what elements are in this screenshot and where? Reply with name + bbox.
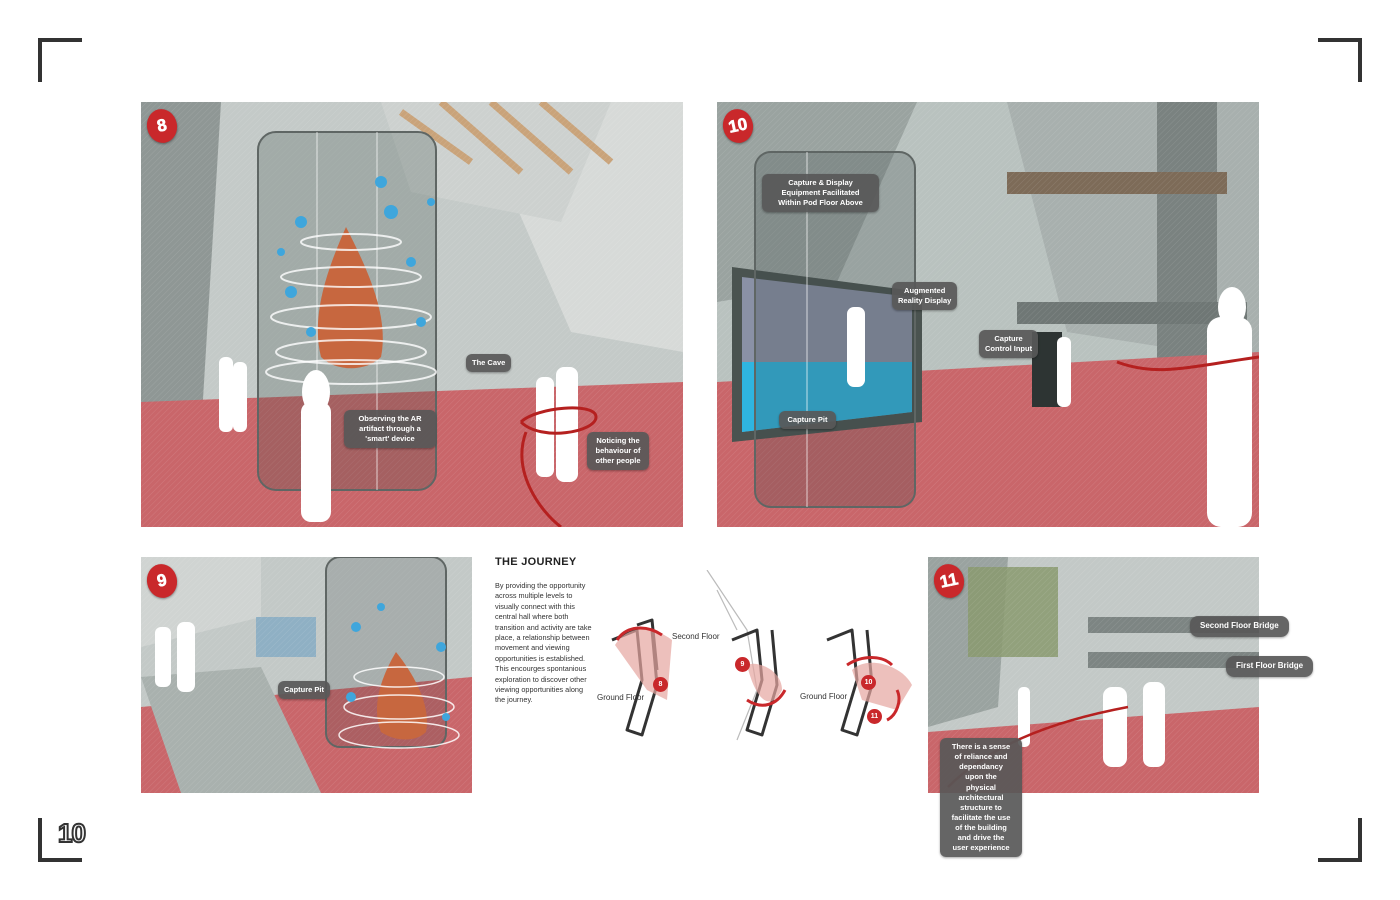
label-augmented-reality-display: Augmented Reality Display <box>892 282 958 311</box>
label-observing-ar: Observing the AR artifact through a 'sma… <box>344 410 436 449</box>
journey-title: THE JOURNEY <box>495 556 577 568</box>
diagram-badge-8: 8 <box>653 677 668 692</box>
render-panel-8: 8 The Cave Observing the AR artifact thr… <box>141 102 683 527</box>
corner-mark-bottom-left <box>38 818 82 862</box>
label-noticing-behaviour: Noticing the behaviour of other people <box>587 432 649 471</box>
label-the-cave: The Cave <box>466 354 512 373</box>
floor-plan-diagrams <box>611 570 912 741</box>
label-second-floor-bridge: Second Floor Bridge <box>1190 616 1289 637</box>
label-first-floor-bridge: First Floor Bridge <box>1226 656 1314 677</box>
label-capture-display-equipment: Capture & Display Equipment Facilitated … <box>762 174 879 213</box>
diagram-badge-10: 10 <box>861 675 876 690</box>
label-capture-control-input: Capture Control Input <box>979 330 1039 359</box>
scene-illustration <box>141 102 683 527</box>
scene-illustration <box>717 102 1259 527</box>
journey-body: By providing the opportunity across mult… <box>495 581 592 705</box>
corner-mark-bottom-right <box>1318 818 1362 862</box>
label-capture-pit: Capture Pit <box>779 411 836 430</box>
diagram-label-ground-floor: Ground Floor <box>800 692 848 701</box>
corner-mark-top-left <box>38 38 82 82</box>
render-panel-10: 10 Capture & Display Equipment Facilitat… <box>717 102 1259 527</box>
label-reliance-dependancy: There is a sense of reliance and dependa… <box>940 738 1022 858</box>
diagram-label-ground-floor: Ground Floor <box>597 693 645 702</box>
corner-mark-top-right <box>1318 38 1362 82</box>
label-capture-pit: Capture Pit <box>278 681 331 700</box>
page-number: 10 <box>57 817 87 849</box>
diagram-badge-11: 11 <box>867 709 882 724</box>
scene-illustration <box>141 557 472 793</box>
diagram-label-second-floor: Second Floor <box>672 632 720 641</box>
diagram-badge-9: 9 <box>735 657 750 672</box>
render-panel-9: 9 Capture Pit <box>141 557 472 793</box>
